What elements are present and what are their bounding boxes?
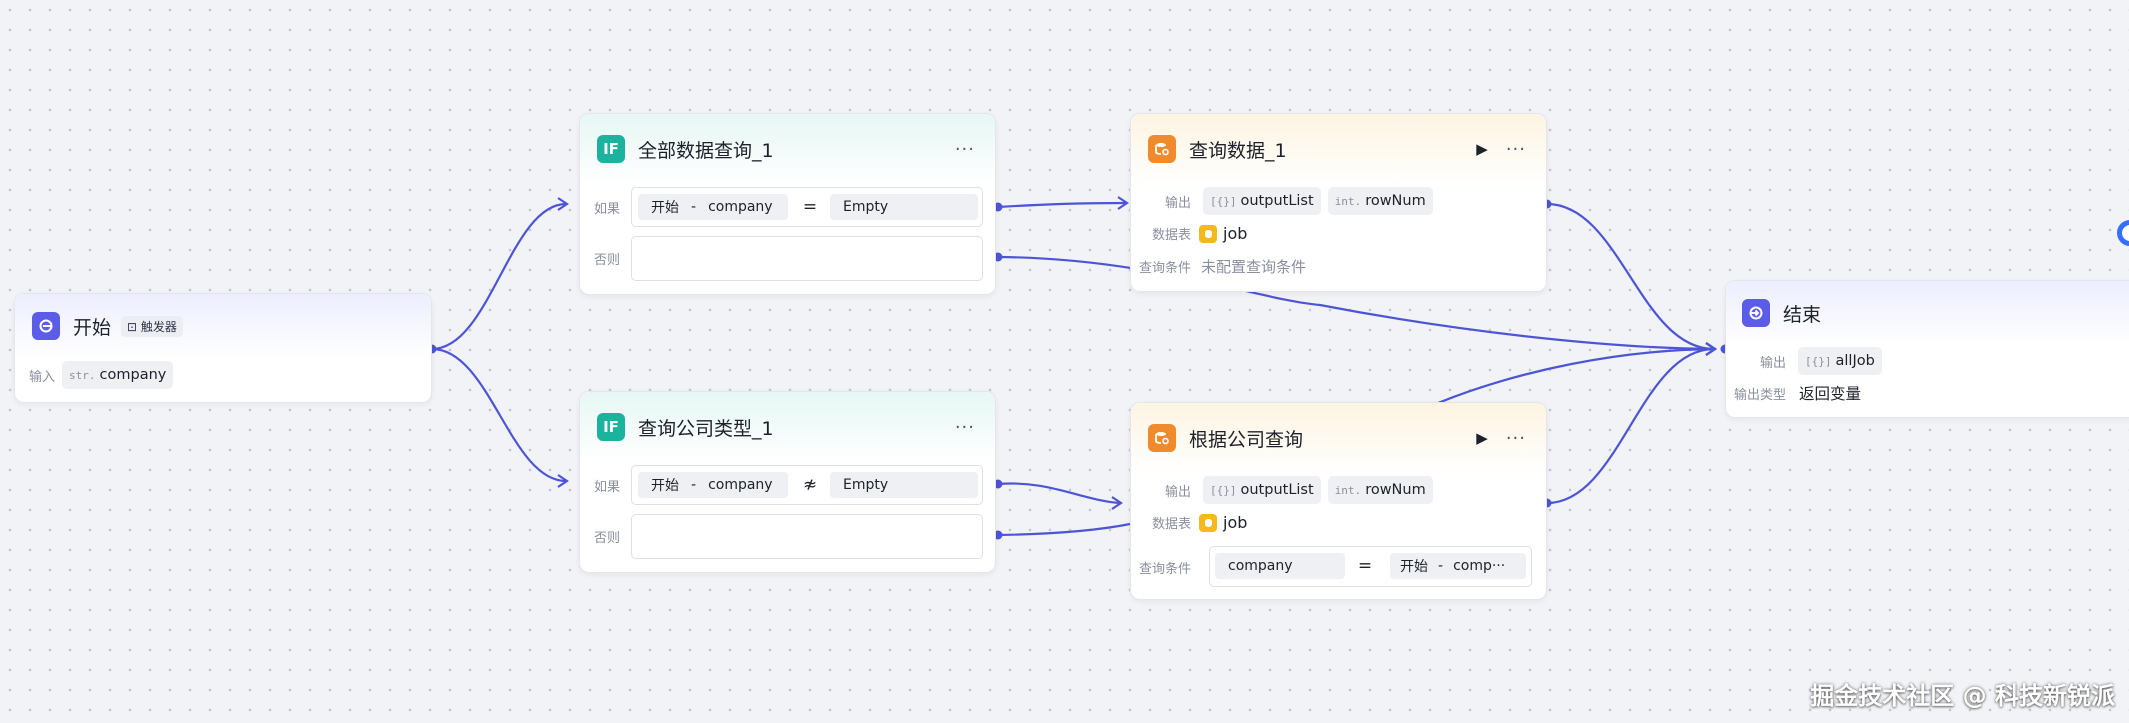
database-icon: [1199, 513, 1217, 532]
more-options-button[interactable]: ···: [1505, 138, 1526, 160]
edge-query2-to-end[interactable]: [1546, 347, 1715, 505]
condition-right-operand[interactable]: Empty: [830, 194, 978, 220]
if-icon: IF: [597, 413, 625, 441]
node-title: 查询公司类型_1: [638, 417, 774, 440]
edge-if2-to-query2[interactable]: [997, 482, 1121, 505]
edge-start-to-if2[interactable]: [431, 347, 567, 483]
arrow-head-icon: [1111, 496, 1123, 510]
query-node-2[interactable]: 根据公司查询 ▶ ··· 输出 [{}]outputList int.rowNu…: [1130, 402, 1547, 600]
output-type-value: 返回变量: [1799, 385, 1862, 403]
condition-field[interactable]: company: [1215, 553, 1345, 579]
if-label: 如果: [594, 480, 621, 495]
output-label: 输出: [1164, 195, 1191, 211]
more-options-button[interactable]: ···: [1505, 427, 1526, 449]
end-node[interactable]: 结束 输出 [{}]allJob 输出类型 返回变量: [1725, 280, 2129, 418]
node-title: 结束: [1783, 303, 1822, 326]
end-icon: [1742, 299, 1770, 327]
table-label: 数据表: [1151, 517, 1191, 532]
condition-operator[interactable]: =: [802, 197, 818, 217]
edge-query1-to-end[interactable]: [1546, 202, 1715, 351]
condition-label: 查询条件: [1138, 562, 1191, 577]
if-node-2[interactable]: IF 查询公司类型_1 ··· 如果 开始-company ≉ Empty 否则: [579, 391, 996, 573]
condition-operator[interactable]: ≉: [802, 475, 818, 495]
output-type-label: 输出类型: [1733, 387, 1786, 403]
node-title: 根据公司查询: [1189, 428, 1304, 451]
run-button[interactable]: ▶: [1476, 140, 1488, 158]
output-label: 输出: [1164, 484, 1191, 500]
arrow-head-icon: [557, 197, 569, 211]
condition-label: 查询条件: [1138, 261, 1191, 276]
condition-operator[interactable]: =: [1357, 556, 1373, 576]
condition-value[interactable]: 开始-comp···: [1390, 553, 1526, 579]
if-icon: IF: [597, 135, 625, 163]
output-variable-chip: int.rowNum: [1327, 187, 1433, 215]
else-box[interactable]: [631, 514, 983, 559]
start-icon: [32, 312, 60, 340]
arrow-head-icon: [1705, 342, 1717, 356]
more-options-button[interactable]: ···: [954, 416, 975, 438]
else-label: 否则: [594, 253, 621, 268]
condition-box[interactable]: 开始-company = Empty: [631, 187, 983, 227]
edge-upper-to-end[interactable]: [1437, 347, 1715, 405]
more-options-button[interactable]: ···: [954, 138, 975, 160]
condition-left-operand[interactable]: 开始-company: [638, 472, 788, 498]
database-icon: [1199, 224, 1217, 243]
arrow-head-icon: [1705, 342, 1717, 356]
condition-box[interactable]: 开始-company ≉ Empty: [631, 465, 983, 505]
node-title: 全部数据查询_1: [638, 139, 774, 162]
output-label: 输出: [1759, 355, 1786, 371]
arrow-head-icon: [557, 474, 569, 488]
output-variable-chip: int.rowNum: [1327, 476, 1433, 504]
if-label: 如果: [594, 202, 621, 217]
node-title: 查询数据_1: [1189, 139, 1287, 162]
database-query-icon: [1148, 424, 1176, 452]
arrow-head-icon: [1705, 342, 1717, 356]
else-box[interactable]: [631, 236, 983, 281]
edge-start-to-if1[interactable]: [431, 202, 567, 351]
output-variable-chip: [{}]allJob: [1798, 347, 1882, 375]
input-label: 输入: [29, 369, 56, 385]
input-variable-chip: str.company: [62, 361, 174, 389]
start-node[interactable]: 开始 ⊡ 触发器 输入 str.company: [14, 293, 432, 403]
output-variable-chip: [{}]outputList: [1203, 476, 1321, 504]
arrow-head-icon: [1117, 196, 1129, 210]
trigger-tag[interactable]: ⊡ 触发器: [121, 315, 183, 337]
database-query-icon: [1148, 135, 1176, 163]
condition-left-operand[interactable]: 开始-company: [638, 194, 788, 220]
query-node-1[interactable]: 查询数据_1 ▶ ··· 输出 [{}]outputList int.rowNu…: [1130, 113, 1547, 292]
edge-if2-else-to-end[interactable]: [997, 522, 1131, 537]
output-variable-chip: [{}]outputList: [1203, 187, 1321, 215]
condition-value: 未配置查询条件: [1201, 258, 1307, 276]
node-title: 开始: [73, 316, 112, 339]
arrow-head-icon: [1705, 342, 1717, 356]
panel-toggle-handle[interactable]: [2117, 220, 2129, 246]
else-label: 否则: [594, 531, 621, 546]
edge-if1-to-query1[interactable]: [997, 201, 1127, 209]
table-label: 数据表: [1151, 228, 1191, 243]
condition-right-operand[interactable]: Empty: [830, 472, 978, 498]
table-value: job: [1223, 513, 1248, 532]
table-value: job: [1223, 224, 1248, 243]
if-node-1[interactable]: IF 全部数据查询_1 ··· 如果 开始-company = Empty 否则: [579, 113, 996, 295]
run-button[interactable]: ▶: [1476, 429, 1488, 447]
watermark: 掘金技术社区 @ 科技新锐派: [1810, 682, 2115, 710]
query-condition-box[interactable]: company = 开始-comp···: [1209, 546, 1532, 587]
